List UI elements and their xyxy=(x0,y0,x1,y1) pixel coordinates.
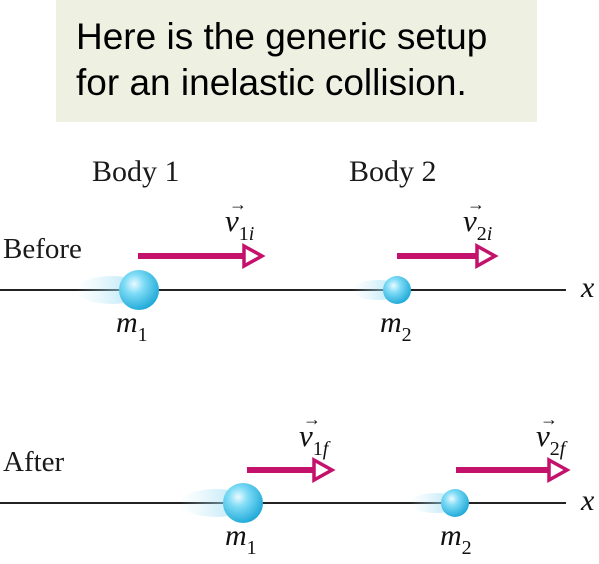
caption-text: Here is the generic setup for an inelast… xyxy=(76,14,523,106)
vector-arrow-glyph: → xyxy=(303,409,321,429)
caption-line-2: for an inelastic collision. xyxy=(76,62,467,103)
body2-ball-before xyxy=(383,276,411,304)
before-label: Before xyxy=(3,233,82,265)
vector-label-v2i: → v2i xyxy=(463,194,493,245)
velocity-arrow-v1f xyxy=(247,457,336,483)
mass-label-m1-after: m1 xyxy=(225,519,257,559)
after-label: After xyxy=(3,446,65,478)
body1-label: Body 1 xyxy=(92,155,180,188)
vector-arrow-glyph: → xyxy=(540,409,558,429)
mass-label-m2-before: m2 xyxy=(380,306,412,346)
velocity-arrow-v1i xyxy=(138,243,266,269)
caption-banner: Here is the generic setup for an inelast… xyxy=(56,0,537,122)
vector-label-v2f: → v2f xyxy=(536,409,566,460)
mass-label-m1-before: m1 xyxy=(116,306,148,346)
velocity-arrow-v2f xyxy=(456,457,571,483)
axis-label-x-before: x xyxy=(581,271,595,304)
vector-arrow-glyph: → xyxy=(467,194,485,214)
velocity-arrow-v2i xyxy=(397,243,499,269)
caption-line-1: Here is the generic setup xyxy=(76,16,488,57)
vector-label-v1f: → v1f xyxy=(299,409,329,460)
vector-arrow-glyph: → xyxy=(229,194,247,214)
vector-label-v1i: → v1i xyxy=(225,194,255,245)
body1-ball-before xyxy=(119,270,159,310)
mass-label-m2-after: m2 xyxy=(440,519,472,559)
body2-label: Body 2 xyxy=(349,155,437,188)
body1-ball-after xyxy=(223,483,263,523)
body2-ball-after xyxy=(441,489,469,517)
axis-label-x-after: x xyxy=(581,484,595,517)
